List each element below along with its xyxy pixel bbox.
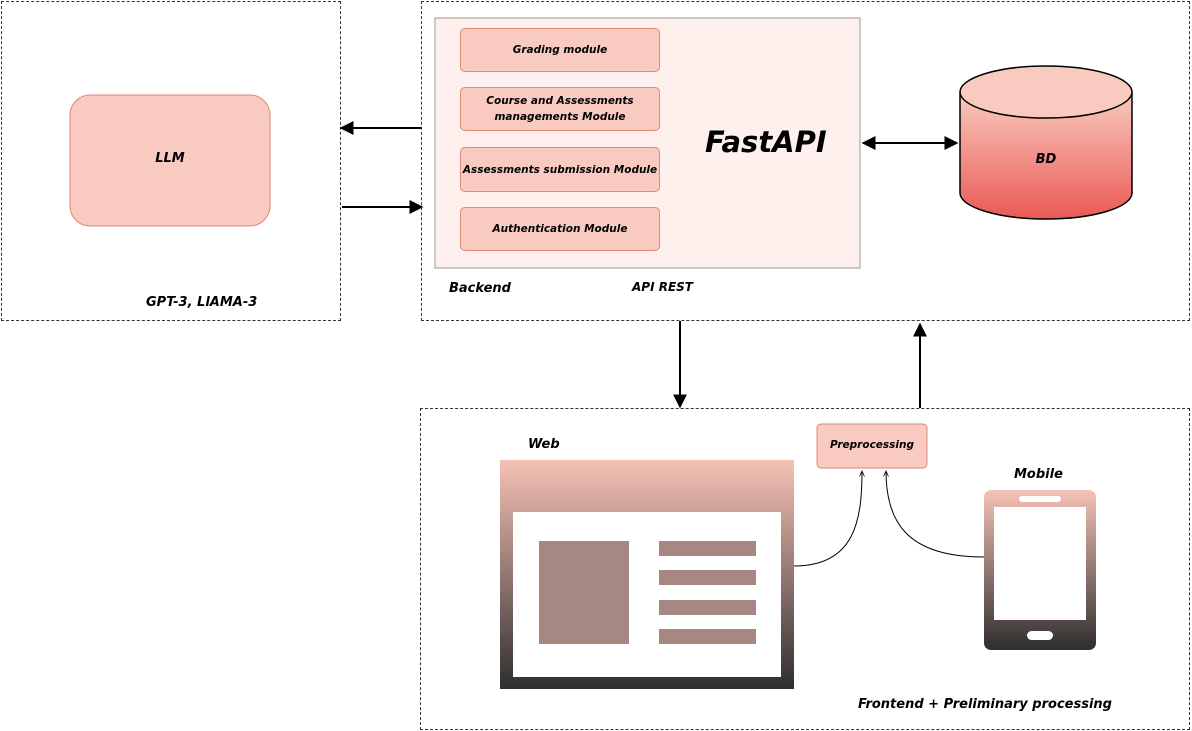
llm-box (69, 94, 271, 227)
mobile-phone-icon (984, 490, 1096, 650)
llm-label: LLM (155, 151, 185, 166)
api-rest-label: API REST (632, 280, 693, 294)
preprocessing-label: Preprocessing (829, 439, 914, 451)
web-label: Web (528, 437, 560, 452)
backend-label: Backend (449, 281, 511, 296)
course-assessments-module-label: Course and Assessments managements Modul… (486, 95, 634, 123)
preprocessing-box (816, 423, 928, 469)
assessments-submission-module: Assessments submission Module (460, 147, 660, 192)
database-cylinder (959, 65, 1133, 220)
grading-module: Grading module (460, 28, 660, 72)
frontend-panel (420, 408, 1190, 730)
authentication-module-label: Authentication Module (492, 223, 628, 235)
authentication-module: Authentication Module (460, 207, 660, 251)
assessments-submission-module-label: Assessments submission Module (462, 163, 658, 176)
models-label: GPT-3, LlAMA-3 (146, 295, 258, 310)
backend-panel (421, 1, 1190, 321)
database-label: BD (1035, 152, 1057, 167)
grading-module-label: Grading module (512, 44, 608, 56)
mobile-label: Mobile (1014, 467, 1063, 482)
llm-panel (1, 1, 341, 321)
arrow-mobile-to-preprocessing (886, 471, 985, 558)
course-assessments-module: Course and Assessments managements Modul… (460, 87, 660, 131)
fastapi-label: FastAPI (705, 125, 827, 159)
web-browser-icon (500, 460, 794, 689)
arrow-web-to-preprocessing (793, 471, 862, 567)
frontend-label: Frontend + Preliminary processing (858, 697, 1112, 712)
